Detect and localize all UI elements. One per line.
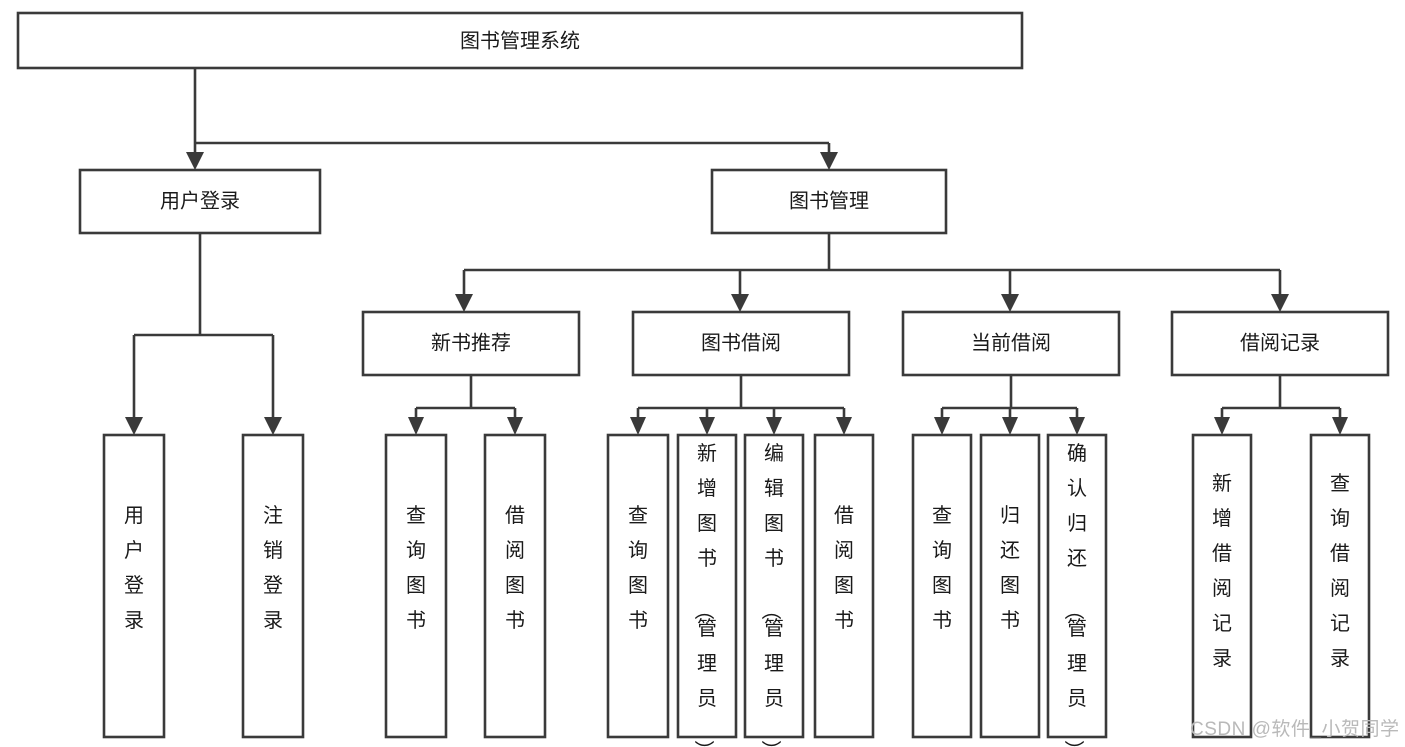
leaf-node-borrow-book-newbook-box[interactable]	[483, 433, 547, 739]
leaf-node-confirm-return-admin[interactable]: 确认归还（管理员）	[1046, 433, 1108, 747]
leaf-node-add-borrow-record[interactable]: 新增借阅记录	[1191, 433, 1253, 739]
leaf-node-user-login-label: 用户登录	[124, 505, 144, 632]
arrow-head-icon	[820, 152, 838, 170]
leaf-node-query-book-newbook-label: 查询图书	[406, 504, 426, 632]
node-book-borrow-label: 图书借阅	[701, 331, 781, 354]
node-current-borrow-label: 当前借阅	[971, 331, 1051, 354]
arrow-head-icon	[699, 417, 715, 435]
node-new-book-recommend[interactable]: 新书推荐	[361, 310, 581, 377]
leaf-node-query-borrow-record-box[interactable]	[1309, 433, 1371, 739]
node-root-box[interactable]	[16, 11, 1024, 70]
leaf-node-return-book-box[interactable]	[979, 433, 1041, 739]
node-borrow-record[interactable]: 借阅记录	[1170, 310, 1390, 377]
arrow-head-icon	[934, 417, 950, 435]
node-root-label: 图书管理系统	[460, 29, 580, 52]
node-book-borrow[interactable]: 图书借阅	[631, 310, 851, 377]
leaf-node-confirm-return-admin-box[interactable]	[1046, 433, 1108, 739]
node-user-login-box[interactable]	[78, 168, 322, 235]
leaf-node-query-book-borrow-box[interactable]	[606, 433, 670, 739]
node-root-book-management-system[interactable]: 图书管理系统	[16, 11, 1024, 70]
leaf-node-user-login-box[interactable]	[102, 433, 166, 739]
node-user-login-label: 用户登录	[160, 189, 240, 212]
node-book-borrow-box[interactable]	[631, 310, 851, 377]
arrow-head-icon	[766, 417, 782, 435]
arrow-head-icon	[125, 417, 143, 435]
leaf-node-borrow-book-newbook[interactable]: 借阅图书	[483, 433, 547, 739]
leaf-node-query-borrow-record[interactable]: 查询借阅记录	[1309, 433, 1371, 739]
node-book-management[interactable]: 图书管理	[710, 168, 948, 235]
node-book-management-box[interactable]	[710, 168, 948, 235]
leaf-node-add-book-admin[interactable]: 新增图书（管理员）	[676, 433, 738, 747]
leaf-node-query-book-current-box[interactable]	[911, 433, 973, 739]
arrow-head-icon	[455, 294, 473, 312]
leaf-node-add-book-admin-label: 新增图书（管理员）	[692, 442, 717, 747]
leaf-node-logout-box[interactable]	[241, 433, 305, 739]
leaf-node-return-book-label: 归还图书	[1000, 504, 1020, 632]
leaf-node-query-book-newbook-box[interactable]	[384, 433, 448, 739]
arrow-head-icon	[408, 417, 424, 435]
node-borrow-record-label: 借阅记录	[1240, 331, 1320, 354]
leaf-node-borrow-book-box[interactable]	[813, 433, 875, 739]
leaf-node-edit-book-admin[interactable]: 编辑图书（管理员）	[743, 433, 805, 747]
node-new-book-recommend-label: 新书推荐	[431, 331, 511, 354]
arrow-head-icon	[1001, 294, 1019, 312]
leaf-node-edit-book-admin-label: 编辑图书（管理员）	[759, 442, 784, 747]
leaf-node-logout-label: 注销登录	[263, 504, 283, 632]
leaf-node-borrow-book-newbook-label: 借阅图书	[505, 504, 525, 632]
connector-layer	[125, 68, 1348, 435]
leaf-node-query-book-borrow-label: 查询图书	[628, 504, 648, 632]
arrow-head-icon	[731, 294, 749, 312]
node-book-management-label: 图书管理	[789, 189, 869, 212]
watermark: CSDN @软件_小贺同学	[1190, 719, 1400, 740]
node-borrow-record-box[interactable]	[1170, 310, 1390, 377]
leaf-node-query-book-current-label: 查询图书	[932, 504, 952, 632]
arrow-head-icon	[836, 417, 852, 435]
leaf-node-return-book[interactable]: 归还图书	[979, 433, 1041, 739]
leaf-node-add-borrow-record-box[interactable]	[1191, 433, 1253, 739]
leaf-node-user-login[interactable]: 用户登录	[102, 433, 166, 739]
leaf-node-query-book-newbook[interactable]: 查询图书	[384, 433, 448, 739]
node-user-login[interactable]: 用户登录	[78, 168, 322, 235]
leaf-node-add-book-admin-box[interactable]	[676, 433, 738, 739]
arrow-head-icon	[1214, 417, 1230, 435]
leaf-node-add-borrow-record-label: 新增借阅记录	[1212, 472, 1232, 670]
arrow-head-icon	[1332, 417, 1348, 435]
arrow-head-icon	[1002, 417, 1018, 435]
node-current-borrow-box[interactable]	[901, 310, 1121, 377]
arrow-head-icon	[1271, 294, 1289, 312]
arrow-head-icon	[186, 152, 204, 170]
leaf-node-borrow-book[interactable]: 借阅图书	[813, 433, 875, 739]
arrow-head-icon	[507, 417, 523, 435]
arrow-head-icon	[1069, 417, 1085, 435]
leaf-node-edit-book-admin-box[interactable]	[743, 433, 805, 739]
arrow-head-icon	[630, 417, 646, 435]
arrow-head-icon	[264, 417, 282, 435]
leaf-node-query-book-current[interactable]: 查询图书	[911, 433, 973, 739]
leaf-node-logout[interactable]: 注销登录	[241, 433, 305, 739]
node-current-borrow[interactable]: 当前借阅	[901, 310, 1121, 377]
node-new-book-recommend-box[interactable]	[361, 310, 581, 377]
leaf-node-confirm-return-admin-label: 确认归还（管理员）	[1062, 442, 1087, 747]
leaf-node-query-book-borrow[interactable]: 查询图书	[606, 433, 670, 739]
leaf-node-borrow-book-label: 借阅图书	[834, 504, 854, 632]
leaf-node-query-borrow-record-label: 查询借阅记录	[1330, 472, 1350, 670]
